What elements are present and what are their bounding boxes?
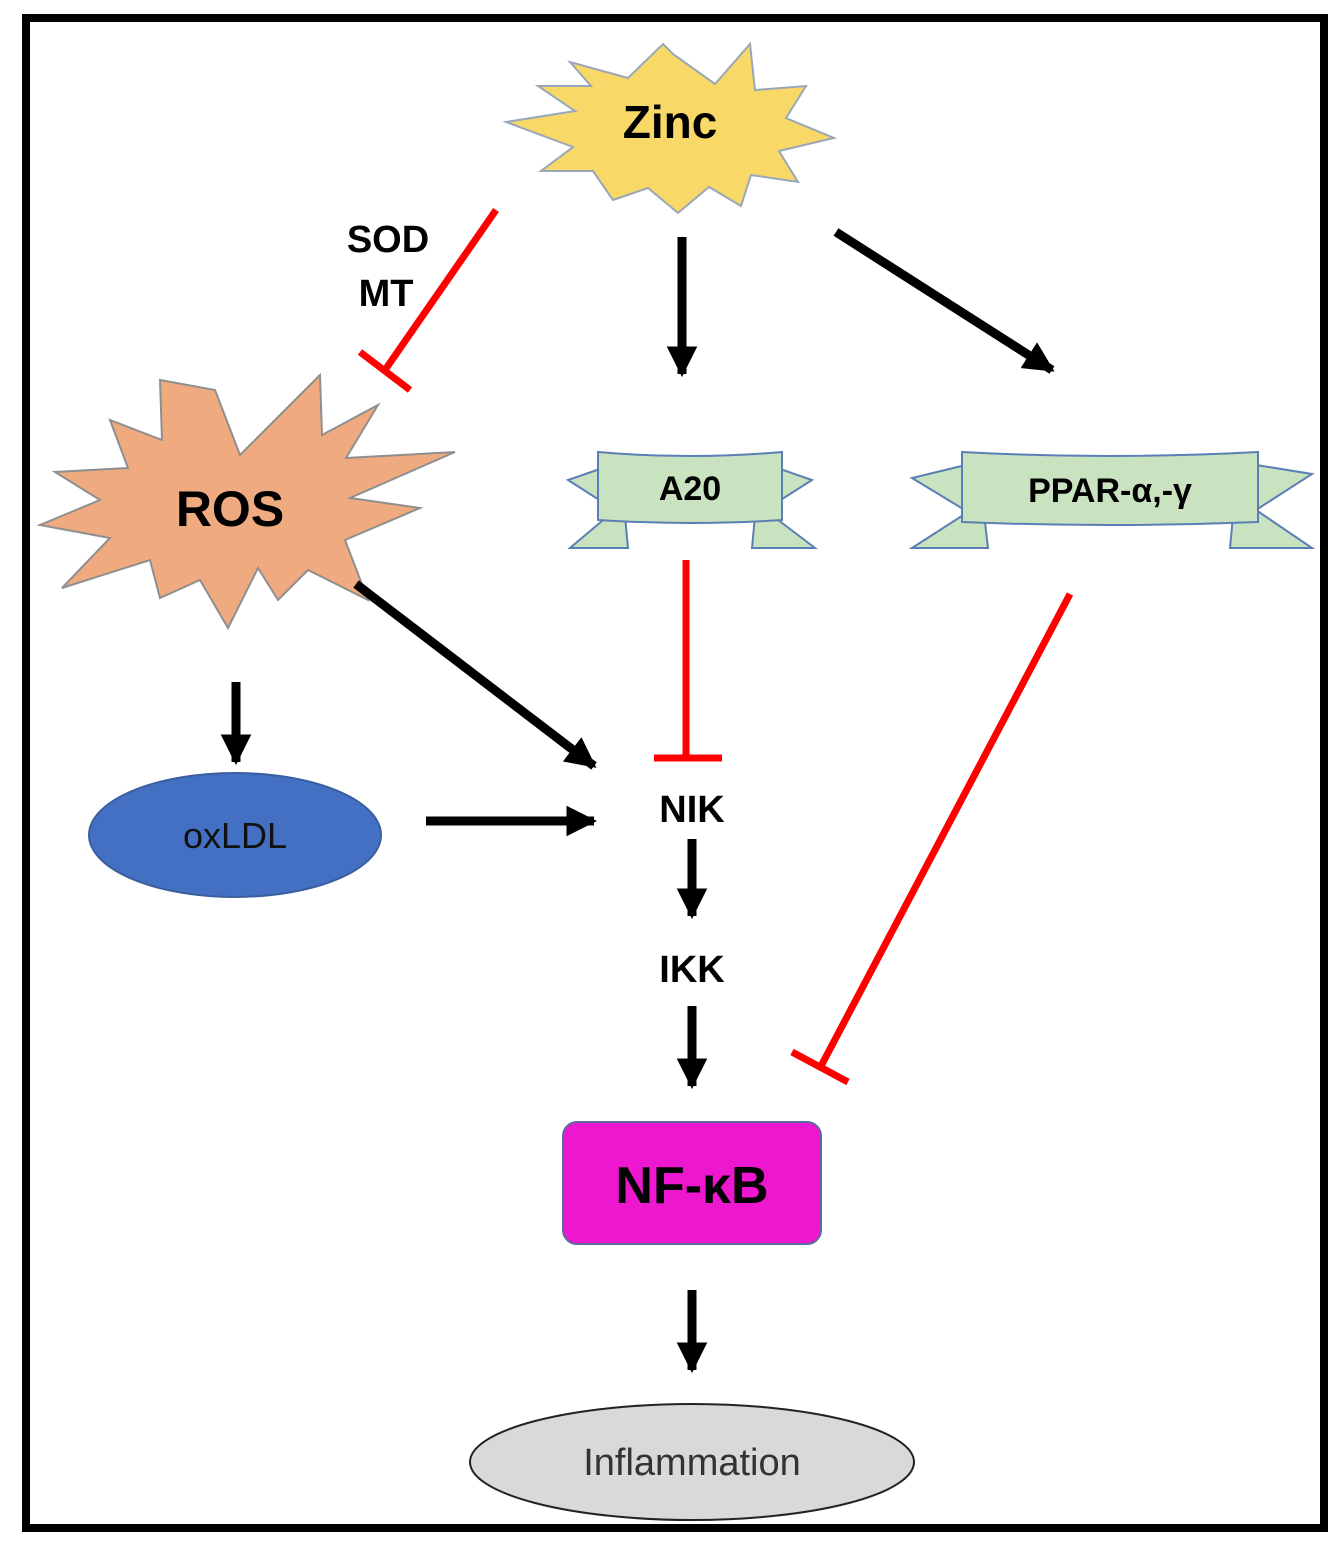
zinc-star-shape <box>502 41 838 215</box>
ros-node: ROS <box>36 372 456 631</box>
nfkb-label: NF-κB <box>615 1157 768 1215</box>
inhibit-ppar-to-nfkb <box>816 592 1074 1070</box>
inhibit-zinc-to-ros-bar <box>357 349 413 393</box>
ros-star-shape <box>36 372 456 631</box>
zinc-node: Zinc <box>502 41 838 215</box>
a20-ribbon-body <box>597 450 783 524</box>
nik-label: NIK <box>659 789 725 831</box>
inflammation-node: Inflammation <box>469 1403 915 1521</box>
inhibit-ppar-to-nfkb-bar <box>790 1048 850 1086</box>
arrow-ros-to-nik <box>353 580 597 770</box>
inhibit-zinc-to-ros <box>382 208 499 372</box>
oxldl-oval <box>88 772 382 898</box>
ros-label: ROS <box>176 481 284 537</box>
ppar-ribbon-body <box>961 450 1259 526</box>
oxldl-label: oxLDL <box>183 815 287 856</box>
zinc-label: Zinc <box>623 96 718 148</box>
inflammation-label: Inflammation <box>583 1442 801 1484</box>
mt-label: MT <box>359 273 414 315</box>
ikk-label: IKK <box>659 949 725 991</box>
inhibition-lines <box>357 208 1074 1086</box>
activation-arrows <box>220 228 1055 1374</box>
nfkb-node: NF-κB <box>562 1121 822 1245</box>
nfkb-box <box>562 1121 822 1245</box>
ppar-label: PPAR-α,-γ <box>1028 472 1192 510</box>
oxldl-node: oxLDL <box>88 772 382 898</box>
inflammation-oval <box>469 1403 915 1521</box>
a20-node: A20 <box>565 450 818 549</box>
sod-label: SOD <box>347 219 429 261</box>
ppar-node: PPAR-α,-γ <box>908 450 1316 549</box>
a20-label: A20 <box>659 470 721 508</box>
arrow-zinc-to-ppar <box>833 228 1055 374</box>
